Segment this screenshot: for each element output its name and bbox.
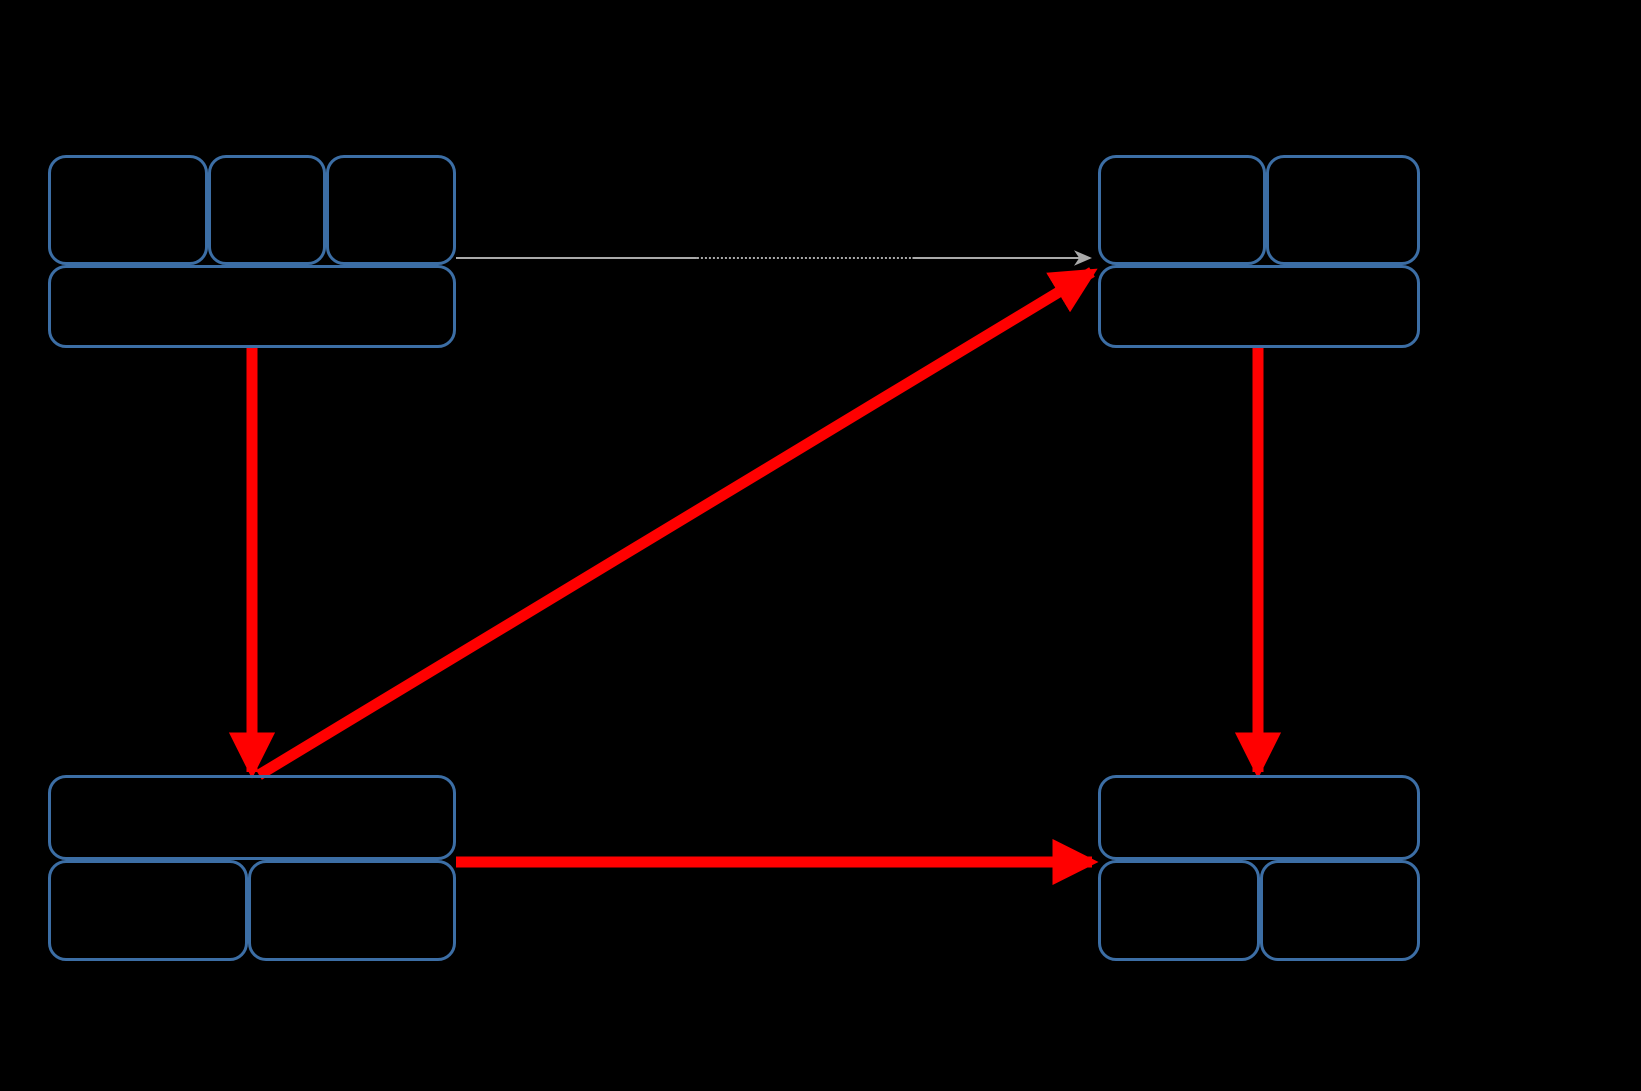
node-bottom-right-cell[interactable] bbox=[1098, 860, 1260, 961]
node-top-left-cell[interactable] bbox=[208, 155, 326, 265]
node-top-right[interactable] bbox=[1098, 155, 1420, 348]
node-bottom-left-row bbox=[48, 775, 456, 860]
node-top-left-cell[interactable] bbox=[48, 265, 456, 348]
node-bottom-left-cell[interactable] bbox=[48, 775, 456, 860]
node-bottom-left-cell[interactable] bbox=[248, 860, 456, 961]
node-top-left[interactable] bbox=[48, 155, 456, 348]
node-top-right-cell[interactable] bbox=[1266, 155, 1420, 265]
node-top-right-cell[interactable] bbox=[1098, 155, 1266, 265]
node-top-left-row bbox=[48, 265, 456, 348]
node-bottom-left[interactable] bbox=[48, 775, 456, 961]
node-bottom-right-row bbox=[1098, 860, 1420, 961]
node-bottom-right-cell[interactable] bbox=[1260, 860, 1420, 961]
node-top-left-cell[interactable] bbox=[48, 155, 208, 265]
node-bottom-left-cell[interactable] bbox=[48, 860, 248, 961]
node-bottom-left-row bbox=[48, 860, 456, 961]
node-bottom-right-row bbox=[1098, 775, 1420, 860]
node-top-right-cell[interactable] bbox=[1098, 265, 1420, 348]
node-top-left-cell[interactable] bbox=[326, 155, 456, 265]
node-top-right-row bbox=[1098, 155, 1420, 265]
node-top-left-row bbox=[48, 155, 456, 265]
node-top-right-row bbox=[1098, 265, 1420, 348]
node-bottom-right[interactable] bbox=[1098, 775, 1420, 961]
node-bottom-right-cell[interactable] bbox=[1098, 775, 1420, 860]
